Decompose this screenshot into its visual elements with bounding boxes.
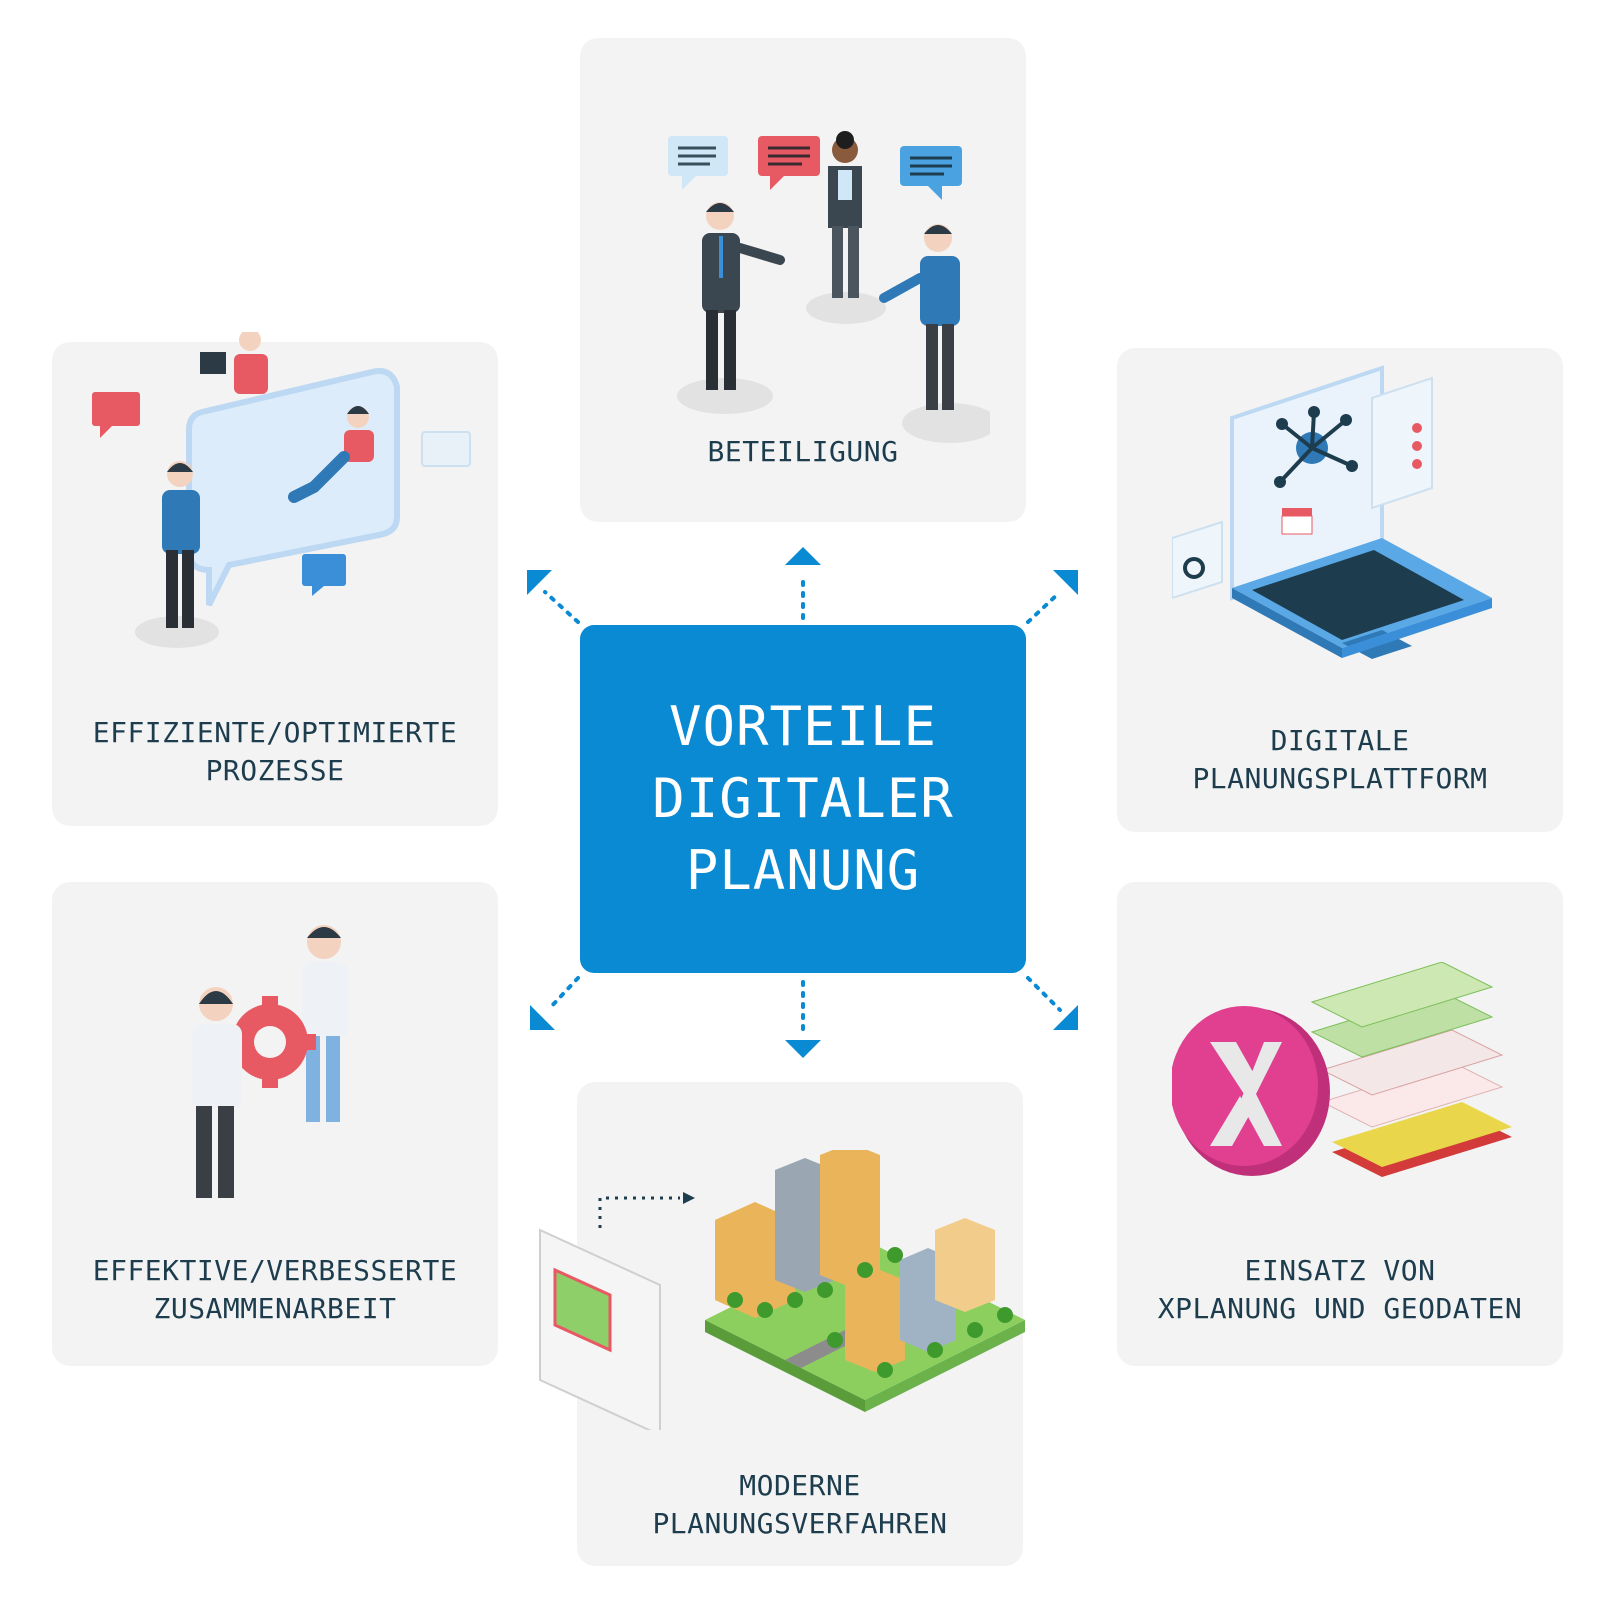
label-line-2: PLANUNGSPLATTFORM bbox=[1192, 762, 1488, 795]
card-label-verfahren: MODERNE PLANUNGSVERFAHREN bbox=[577, 1467, 1023, 1543]
arrowhead-top-left bbox=[527, 570, 552, 595]
label-line-2: PLANUNGSVERFAHREN bbox=[652, 1507, 948, 1540]
center-title-line-1: VORTEILE bbox=[668, 695, 938, 758]
city-blocks-illustration bbox=[539, 1150, 1025, 1430]
laptop-network-illustration bbox=[1172, 365, 1492, 659]
arrow-line-top-left bbox=[543, 590, 580, 624]
people-holding-gear-illustration bbox=[192, 925, 348, 1198]
arrowhead-bottom-left bbox=[530, 1005, 555, 1030]
people-talking-illustration bbox=[668, 131, 990, 443]
chat-bubble-people-illustration bbox=[92, 332, 471, 648]
card-label-beteiligung: BETEILIGUNG bbox=[580, 433, 1026, 471]
card-label-geodaten: EINSATZ VON XPLANUNG UND GEODATEN bbox=[1117, 1252, 1563, 1328]
label-line-2: ZUSAMMENARBEIT bbox=[153, 1292, 397, 1325]
card-label-zusammenarbeit: EFFEKTIVE/VERBESSERTE ZUSAMMENARBEIT bbox=[52, 1252, 498, 1328]
arrow-line-bottom-right bbox=[1026, 976, 1062, 1012]
label-line-1: EINSATZ VON bbox=[1244, 1254, 1436, 1287]
arrow-line-top-right bbox=[1026, 590, 1062, 624]
arrow-line-bottom-left bbox=[546, 976, 580, 1012]
label-line-2: PROZESSE bbox=[205, 754, 345, 787]
label-line-1: EFFEKTIVE/VERBESSERTE bbox=[92, 1254, 458, 1287]
label-line-1: MODERNE bbox=[739, 1469, 861, 1502]
center-title-line-2: DIGITALER bbox=[652, 767, 954, 830]
card-label-prozesse: EFFIZIENTE/OPTIMIERTE PROZESSE bbox=[52, 714, 498, 790]
center-title-box: VORTEILE DIGITALER PLANUNG bbox=[580, 625, 1026, 973]
arrowhead-top-right bbox=[1053, 570, 1078, 595]
card-geodaten: EINSATZ VON XPLANUNG UND GEODATEN bbox=[1117, 882, 1563, 1366]
arrowhead-bottom bbox=[785, 1040, 821, 1058]
card-plattform: DIGITALE PLANUNGSPLATTFORM bbox=[1117, 348, 1563, 832]
center-title-line-3: PLANUNG bbox=[685, 839, 921, 902]
arrowhead-bottom-right bbox=[1053, 1005, 1078, 1030]
card-label-plattform: DIGITALE PLANUNGSPLATTFORM bbox=[1117, 722, 1563, 798]
card-zusammenarbeit: EFFEKTIVE/VERBESSERTE ZUSAMMENARBEIT bbox=[52, 882, 498, 1366]
arrowhead-top bbox=[785, 547, 821, 565]
xplanung-map-layers-illustration bbox=[1172, 962, 1512, 1177]
label-line-1: DIGITALE bbox=[1270, 724, 1410, 757]
label-line-2: XPLANUNG UND GEODATEN bbox=[1157, 1292, 1523, 1325]
label-line-1: EFFIZIENTE/OPTIMIERTE bbox=[92, 716, 458, 749]
card-prozesse: EFFIZIENTE/OPTIMIERTE PROZESSE bbox=[52, 332, 498, 826]
card-beteiligung: BETEILIGUNG bbox=[580, 38, 1026, 522]
label-line-1: BETEILIGUNG bbox=[707, 435, 899, 468]
